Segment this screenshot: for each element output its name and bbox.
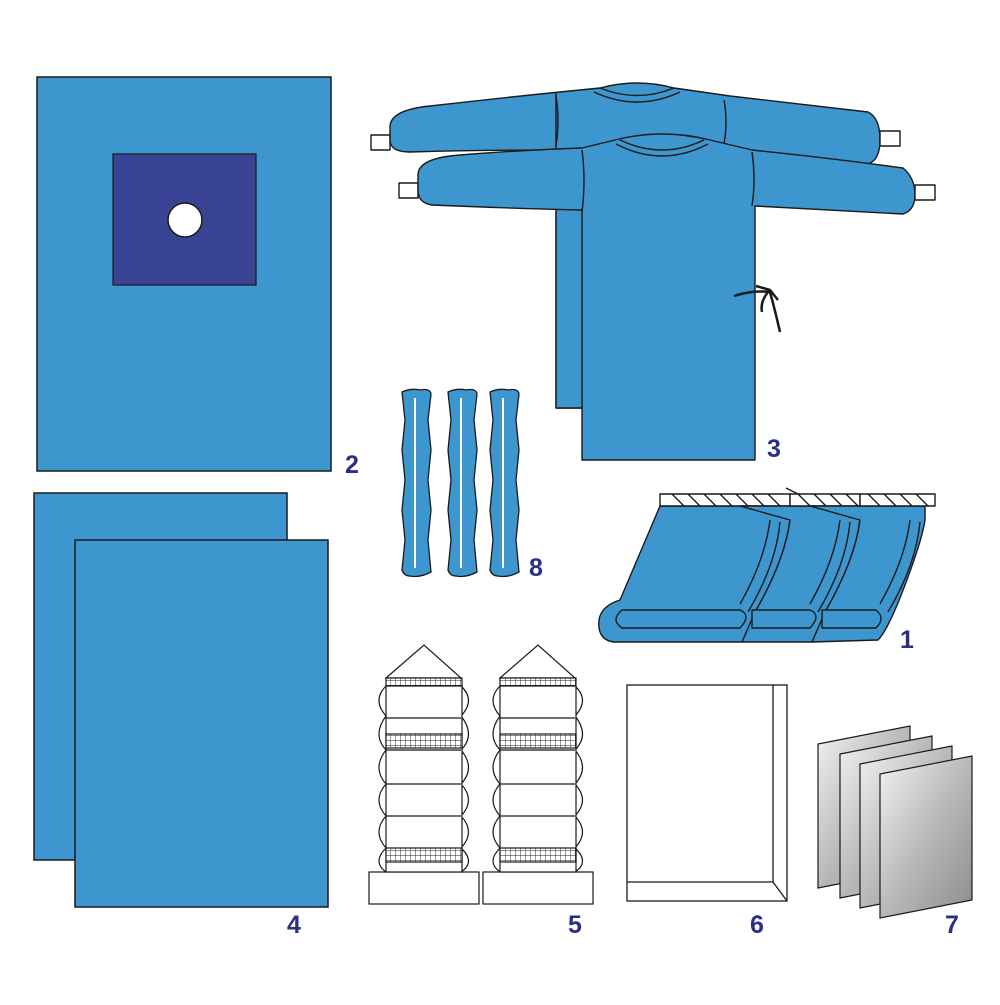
label-8: 8: [529, 554, 543, 582]
label-5: 5: [568, 911, 582, 939]
label-1: 1: [900, 626, 914, 654]
folded-towel: [809, 493, 936, 643]
label-6: 6: [750, 911, 764, 939]
folded-towels-icon: [598, 487, 936, 643]
front-gown: [398, 133, 936, 461]
surgical-gowns-icon: [370, 82, 936, 461]
tube-cover: [447, 388, 478, 578]
instrument-tray-cover-icon: [626, 684, 788, 902]
gauze-pack: [368, 644, 480, 905]
label-7: 7: [945, 911, 959, 939]
absorbent-pads-icon: [817, 725, 973, 919]
label-3: 3: [767, 435, 781, 463]
back-gown: [370, 82, 901, 409]
label-2: 2: [345, 451, 359, 479]
label-4: 4: [287, 911, 301, 939]
tube-cover: [401, 388, 432, 578]
drape-sheets-icon: [33, 492, 329, 908]
tube-cover: [489, 388, 520, 578]
gauze-pack: [482, 644, 594, 905]
fenestrated-drape-icon: [36, 76, 332, 472]
gauze-sponge-packs-icon: [368, 644, 594, 905]
folded-towel: [739, 487, 861, 643]
tube-covers-icon: [401, 388, 520, 578]
